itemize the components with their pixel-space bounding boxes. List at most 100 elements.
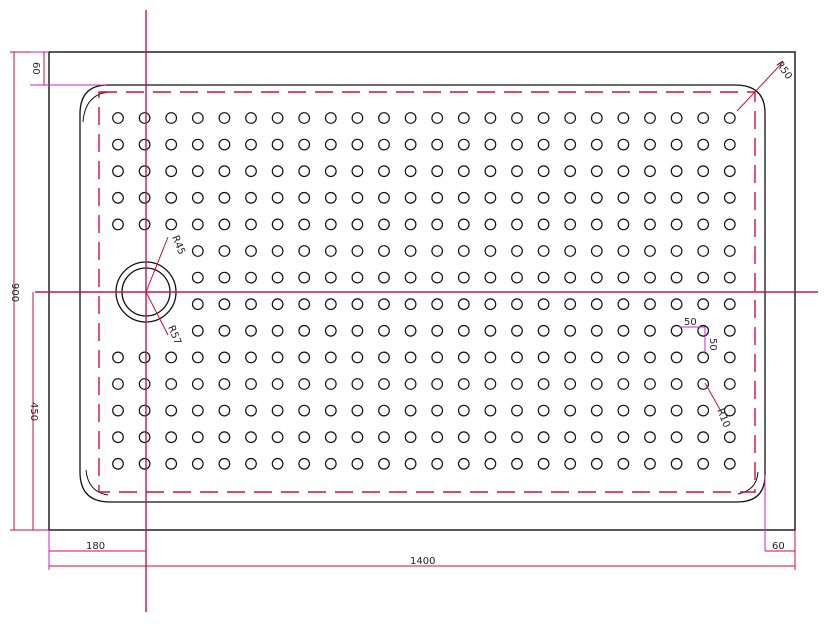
dashed-hole-boundary — [98, 91, 756, 493]
drainage-hole — [324, 351, 337, 364]
drainage-hole — [644, 191, 656, 204]
drainage-hole — [351, 271, 364, 284]
drainage-hole — [245, 324, 257, 337]
drainage-hole — [298, 191, 311, 204]
drainage-hole — [191, 271, 204, 284]
drainage-hole — [324, 378, 337, 390]
drainage-hole — [723, 165, 736, 178]
drainage-hole — [617, 351, 630, 364]
margin-top-dim-label: 60 — [30, 62, 41, 75]
drainage-hole — [564, 138, 577, 151]
drainage-hole — [723, 431, 736, 444]
drainage-hole — [511, 378, 523, 390]
drainage-hole — [218, 165, 231, 178]
drainage-hole — [723, 378, 736, 390]
drainage-hole — [644, 431, 656, 444]
corner-radius-leader — [736, 61, 784, 112]
drainage-hole — [511, 138, 523, 151]
drainage-hole — [271, 431, 284, 444]
drainage-hole — [165, 191, 178, 204]
drainage-hole — [298, 324, 311, 337]
drainage-hole — [324, 431, 337, 444]
tray-inner-corner-br — [737, 471, 759, 495]
drainage-hole — [351, 404, 364, 417]
drainage-hole — [324, 112, 337, 124]
drainage-hole — [484, 404, 497, 417]
drainage-hole — [537, 431, 550, 444]
drainage-hole — [112, 112, 124, 124]
drainage-hole — [378, 378, 390, 390]
drainage-hole — [644, 245, 656, 257]
drainage-hole — [404, 191, 417, 204]
drainage-hole — [617, 271, 630, 284]
drainage-hole — [670, 351, 683, 364]
drainage-hole — [511, 404, 523, 417]
drainage-hole — [723, 245, 736, 257]
drainage-hole — [378, 138, 390, 151]
drainage-hole — [218, 245, 231, 257]
drainage-hole — [697, 324, 710, 337]
drainage-hole — [298, 138, 311, 151]
drainage-hole — [723, 218, 736, 231]
drainage-hole — [218, 457, 231, 470]
drainage-hole — [378, 351, 390, 364]
drainage-hole — [404, 165, 417, 178]
drainage-hole — [511, 271, 523, 284]
drainage-hole — [378, 271, 390, 284]
drainage-hole — [165, 112, 178, 124]
drainage-hole — [590, 378, 603, 390]
drainage-hole — [617, 218, 630, 231]
drainage-hole — [245, 271, 257, 284]
drainage-hole — [112, 457, 124, 470]
drainage-hole — [484, 378, 497, 390]
drainage-hole — [378, 245, 390, 257]
drainage-hole — [670, 378, 683, 390]
drainage-hole — [564, 457, 577, 470]
drainage-hole — [431, 138, 444, 151]
drainage-hole — [191, 431, 204, 444]
drainage-hole — [298, 218, 311, 231]
drainage-hole — [218, 404, 231, 417]
corner-radius-label: R50 — [774, 59, 794, 81]
drainage-hole — [590, 271, 603, 284]
drainage-hole — [457, 351, 470, 364]
drainage-hole — [431, 298, 444, 311]
drainage-hole — [431, 245, 444, 257]
drainage-hole — [564, 351, 577, 364]
drainage-hole — [351, 112, 364, 124]
drainage-hole — [723, 271, 736, 284]
drainage-hole — [245, 351, 257, 364]
drainage-hole — [537, 324, 550, 337]
drainage-hole — [644, 457, 656, 470]
drainage-hole — [537, 404, 550, 417]
drainage-hole — [590, 324, 603, 337]
drainage-hole — [537, 191, 550, 204]
drainage-hole — [697, 138, 710, 151]
drainage-hole — [378, 112, 390, 124]
drainage-hole — [697, 298, 710, 311]
drainage-hole — [431, 191, 444, 204]
drainage-hole — [457, 165, 470, 178]
drainage-hole — [537, 138, 550, 151]
drainage-hole — [457, 138, 470, 151]
drainage-hole — [644, 218, 656, 231]
drainage-hole — [484, 457, 497, 470]
drainage-hole — [723, 298, 736, 311]
drainage-hole — [484, 218, 497, 231]
drainage-hole — [112, 351, 124, 364]
drainage-hole — [245, 112, 257, 124]
drainage-hole — [431, 378, 444, 390]
drainage-hole — [351, 324, 364, 337]
drainage-hole — [511, 324, 523, 337]
drainage-hole — [670, 245, 683, 257]
drainage-hole — [697, 404, 710, 417]
drainage-hole — [537, 271, 550, 284]
drainage-hole — [245, 165, 257, 178]
drainage-hole — [404, 378, 417, 390]
drainage-hole — [245, 431, 257, 444]
drainage-hole — [564, 271, 577, 284]
drainage-hole — [537, 351, 550, 364]
drainage-hole — [324, 324, 337, 337]
drainage-hole — [511, 112, 523, 124]
